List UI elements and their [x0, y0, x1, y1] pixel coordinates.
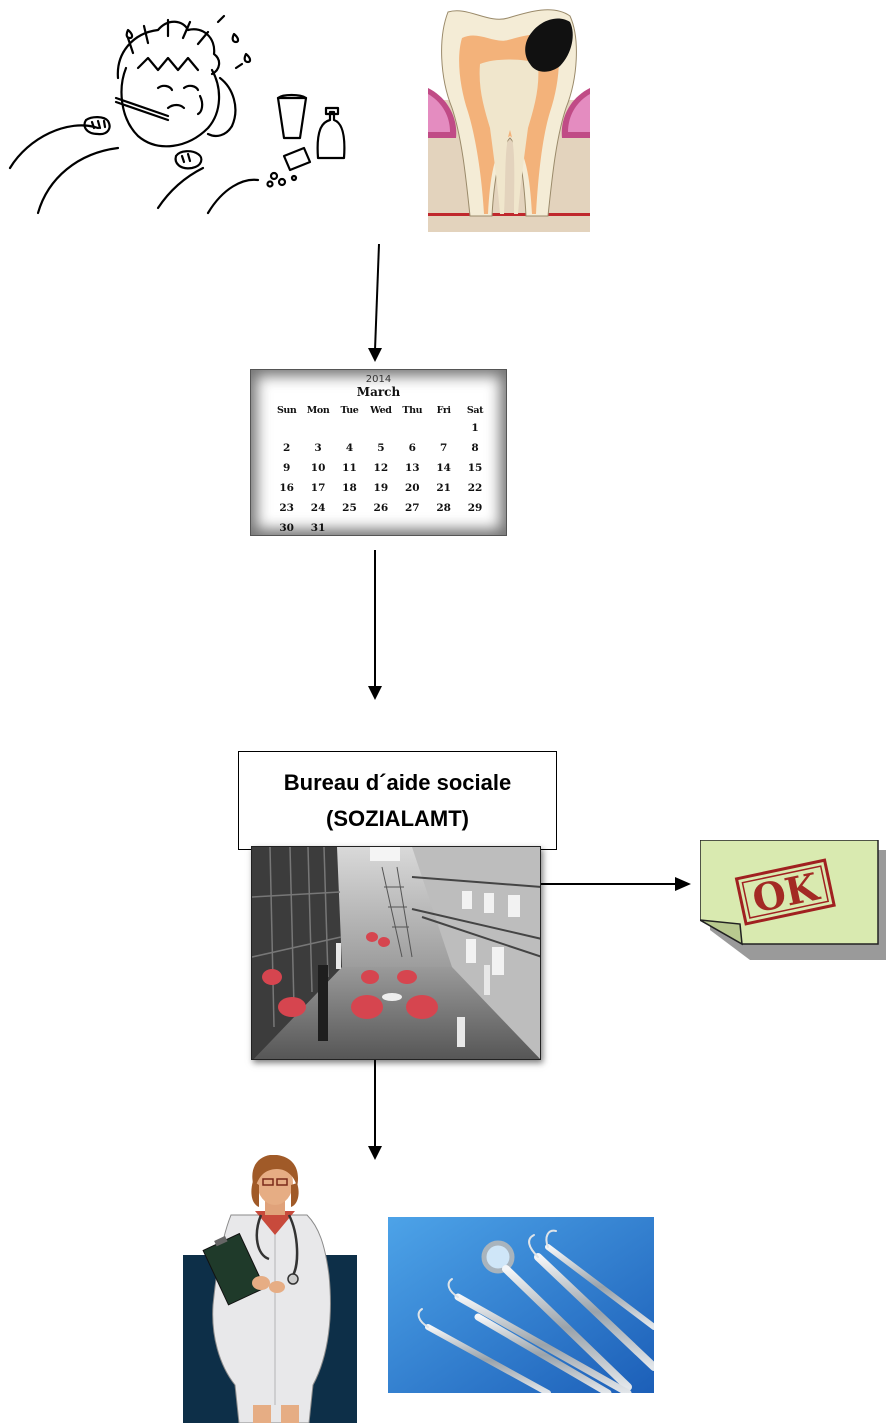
- calendar-day: 23: [279, 502, 294, 514]
- calendar-day: 15: [467, 462, 483, 474]
- calendar-day: 9: [283, 462, 291, 474]
- calendar-day: 11: [342, 462, 357, 474]
- calendar-day: 27: [404, 502, 420, 514]
- calendar-day: 12: [373, 462, 389, 474]
- calendar-week-row: 23 24 25 26 27 28 29: [271, 498, 491, 518]
- calendar-day: 26: [373, 502, 389, 514]
- calendar-day: 1: [471, 422, 479, 434]
- calendar-week-row: 9 10 11 12 13 14 15: [271, 458, 491, 478]
- calendar-day: 7: [439, 442, 448, 454]
- ok-document-icon: OK: [700, 840, 886, 960]
- calendar-day: 5: [377, 442, 385, 454]
- calendar-weekday: Sun: [276, 404, 297, 416]
- calendar-weekday: Wed: [370, 404, 392, 416]
- calendar-day: 21: [436, 482, 451, 494]
- calendar-day: 6: [408, 442, 416, 454]
- social-office-label-line2: (SOZIALAMT): [326, 805, 469, 831]
- calendar-day: 8: [471, 442, 479, 454]
- calendar-day: 2: [283, 442, 291, 454]
- calendar-weekday: Mon: [306, 404, 330, 416]
- building-interior-icon: [251, 846, 541, 1060]
- dental-instruments-icon: [388, 1217, 654, 1393]
- social-office-label-line1: Bureau d´aide sociale: [283, 769, 512, 795]
- calendar-day: 17: [310, 482, 326, 494]
- calendar-year: 2014: [365, 374, 392, 385]
- calendar-day: 20: [404, 482, 420, 494]
- calendar-march-2014: 2014 March Sun Mon Tue Wed Thu Fri Sat 1…: [250, 369, 507, 536]
- calendar-month: March: [356, 385, 401, 399]
- social-office-label: Bureau d´aide sociale (SOZIALAMT): [238, 751, 557, 850]
- calendar-weekday: Sat: [466, 404, 484, 416]
- calendar-day: 3: [314, 442, 322, 454]
- doctor-icon: [183, 1155, 357, 1423]
- sick-child-icon: [8, 8, 358, 218]
- calendar-weekday-row: Sun Mon Tue Wed Thu Fri Sat: [271, 402, 491, 418]
- calendar-day: 16: [279, 482, 294, 494]
- arrow-right-ok: [541, 875, 693, 893]
- calendar-day: 10: [310, 462, 326, 474]
- calendar-day: 28: [436, 502, 451, 514]
- calendar-week-row: 30 31: [271, 518, 491, 538]
- calendar-day: 4: [345, 442, 354, 454]
- calendar-week-row: 16 17 18 19 20 21 22: [271, 478, 491, 498]
- calendar-grid: Sun Mon Tue Wed Thu Fri Sat 1 2 3 4 5 6 …: [271, 402, 491, 538]
- calendar-day: 19: [373, 482, 389, 494]
- calendar-day: 14: [436, 462, 451, 474]
- calendar-week-row: 2 3 4 5 6 7 8: [271, 438, 491, 458]
- calendar-day: 29: [467, 502, 483, 514]
- arrow-down-2: [364, 548, 388, 702]
- arrow-down-1: [364, 242, 388, 364]
- calendar-day: 24: [310, 502, 326, 514]
- arrow-down-3: [364, 1060, 388, 1164]
- calendar-weekday: Tue: [340, 404, 359, 416]
- calendar-day: 18: [342, 482, 357, 494]
- calendar-week-row: 1: [271, 418, 491, 438]
- calendar-day: 31: [310, 522, 326, 534]
- calendar-day: 22: [467, 482, 483, 494]
- calendar-day: 13: [404, 462, 420, 474]
- calendar-weekday: Thu: [402, 404, 423, 416]
- calendar-day: 25: [342, 502, 357, 514]
- tooth-cavity-icon: [428, 8, 590, 232]
- calendar-weekday: Fri: [436, 404, 451, 416]
- calendar-day: 30: [279, 522, 294, 534]
